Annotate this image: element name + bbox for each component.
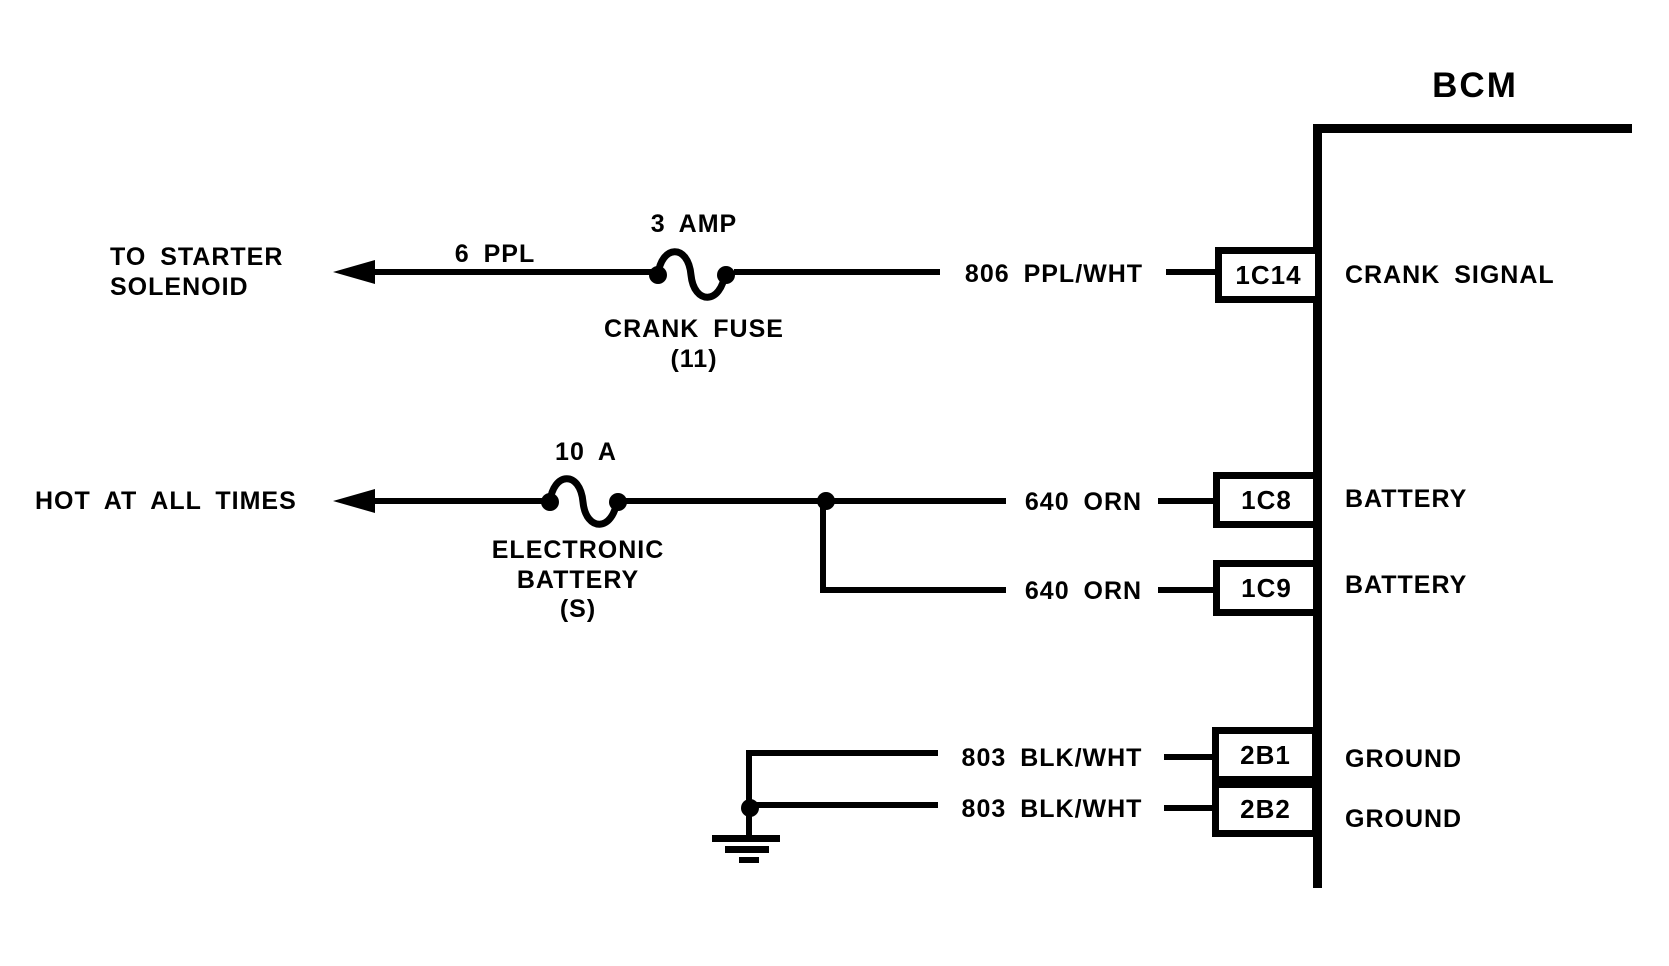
- wire-segment: [746, 752, 752, 810]
- wire-label-640-orn-2: 640 ORN: [1024, 577, 1143, 605]
- wire-segment: [1164, 754, 1212, 760]
- pin-function-ground-2: GROUND: [1345, 805, 1463, 833]
- wire-segment: [372, 269, 652, 275]
- wire-segment: [1166, 269, 1216, 275]
- wire-segment: [372, 498, 544, 504]
- wire-segment: [820, 587, 1006, 593]
- pin-function-battery-2: BATTERY: [1345, 571, 1468, 599]
- ground-bar-2: [725, 846, 769, 853]
- pin-box-2b2: 2B2: [1212, 781, 1319, 837]
- wire-segment: [746, 750, 938, 756]
- fuse-name-crank-line2: (11): [670, 344, 718, 373]
- fuse-name-battery-line3: (S): [559, 595, 597, 623]
- pin-function-ground-1: GROUND: [1345, 745, 1463, 773]
- terminal-hot-at-all-times: HOT AT ALL TIMES: [35, 487, 297, 515]
- fuse-name-electronic-battery: ELECTRONIC BATTERY (S): [478, 536, 678, 625]
- wire-segment: [750, 802, 938, 808]
- fuse-icon: [649, 248, 735, 301]
- wire-label-803-blk-wht-2: 803 BLK/WHT: [961, 795, 1143, 823]
- fuse-icon: [541, 475, 627, 528]
- fuse-name-crank-line1: CRANK FUSE: [604, 315, 784, 343]
- fuse-name-crank: CRANK FUSE (11): [544, 315, 844, 374]
- pin-box-1c14: 1C14: [1215, 247, 1322, 303]
- wire-label-6-ppl: 6 PPL: [454, 240, 536, 268]
- pin-function-battery-1: BATTERY: [1345, 485, 1468, 513]
- wire-segment: [746, 806, 752, 838]
- left-arrow-icon: [333, 260, 375, 284]
- pin-function-crank-signal: CRANK SIGNAL: [1345, 261, 1555, 289]
- wire-segment: [1158, 587, 1214, 593]
- left-arrow-icon: [333, 489, 375, 513]
- wire-segment: [820, 500, 826, 590]
- pin-box-1c9: 1C9: [1213, 560, 1320, 616]
- fuse-rating-battery: 10 A: [555, 438, 617, 466]
- ground-bar-1: [712, 835, 780, 842]
- fuse-rating-crank: 3 AMP: [650, 210, 738, 238]
- pin-box-2b1: 2B1: [1212, 727, 1319, 783]
- wire-label-803-blk-wht-1: 803 BLK/WHT: [961, 744, 1143, 772]
- terminal-to-starter-solenoid: TO STARTER SOLENOID: [110, 243, 283, 302]
- wire-segment: [626, 498, 1006, 504]
- wire-segment: [734, 269, 940, 275]
- bcm-module-title: BCM: [1432, 66, 1518, 105]
- wire-segment: [1158, 498, 1214, 504]
- fuse-name-battery-line1: ELECTRONIC: [491, 536, 665, 564]
- ground-bar-3: [739, 857, 759, 863]
- terminal-to-starter-line2: SOLENOID: [110, 272, 249, 301]
- bcm-top-edge-line: [1313, 124, 1632, 133]
- wire-label-806-ppl-wht: 806 PPL/WHT: [964, 260, 1144, 288]
- terminal-to-starter-line1: TO STARTER: [110, 243, 284, 271]
- wire-segment: [1164, 805, 1212, 811]
- wire-label-640-orn-1: 640 ORN: [1024, 488, 1143, 516]
- pin-box-1c8: 1C8: [1213, 472, 1320, 528]
- fuse-name-battery-line2: BATTERY: [516, 565, 640, 594]
